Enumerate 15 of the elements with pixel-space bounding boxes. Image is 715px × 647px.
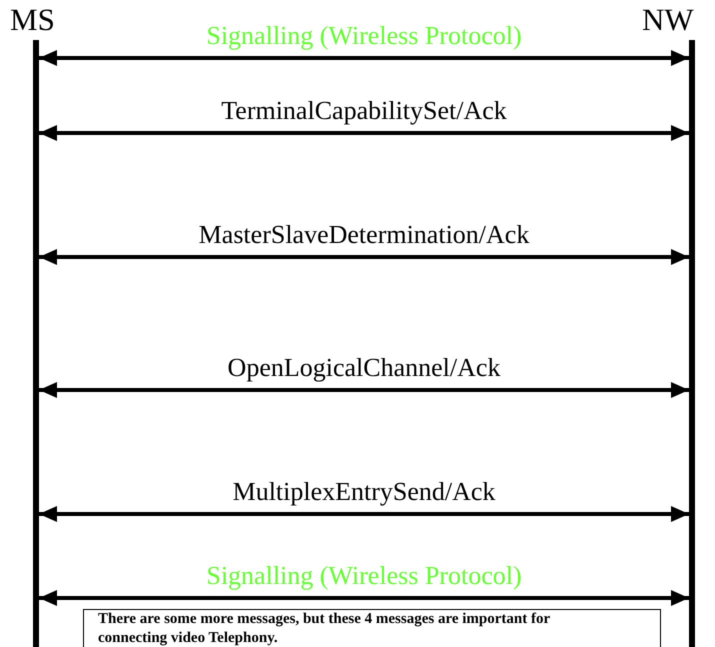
message-arrow	[39, 506, 689, 522]
participant-name: NW	[642, 2, 694, 37]
note-box: There are some more messages, but these 4 messages are important for connecting video Telephony.	[83, 609, 661, 647]
participant-name: MS	[10, 2, 55, 37]
message-arrow	[39, 50, 689, 66]
message-label: TerminalCapabilitySet/Ack	[221, 97, 507, 125]
message-label: MultiplexEntrySend/Ack	[232, 478, 496, 506]
message-label: OpenLogicalChannel/Ack	[228, 354, 500, 382]
message-label: MasterSlaveDetermination/Ack	[198, 221, 530, 249]
message-arrow	[39, 249, 689, 265]
message-label: Signalling (Wireless Protocol)	[206, 22, 522, 50]
message-label: Signalling (Wireless Protocol)	[206, 562, 522, 590]
message-arrow	[39, 382, 689, 398]
message-arrow	[39, 590, 689, 606]
message-arrow	[39, 125, 689, 141]
